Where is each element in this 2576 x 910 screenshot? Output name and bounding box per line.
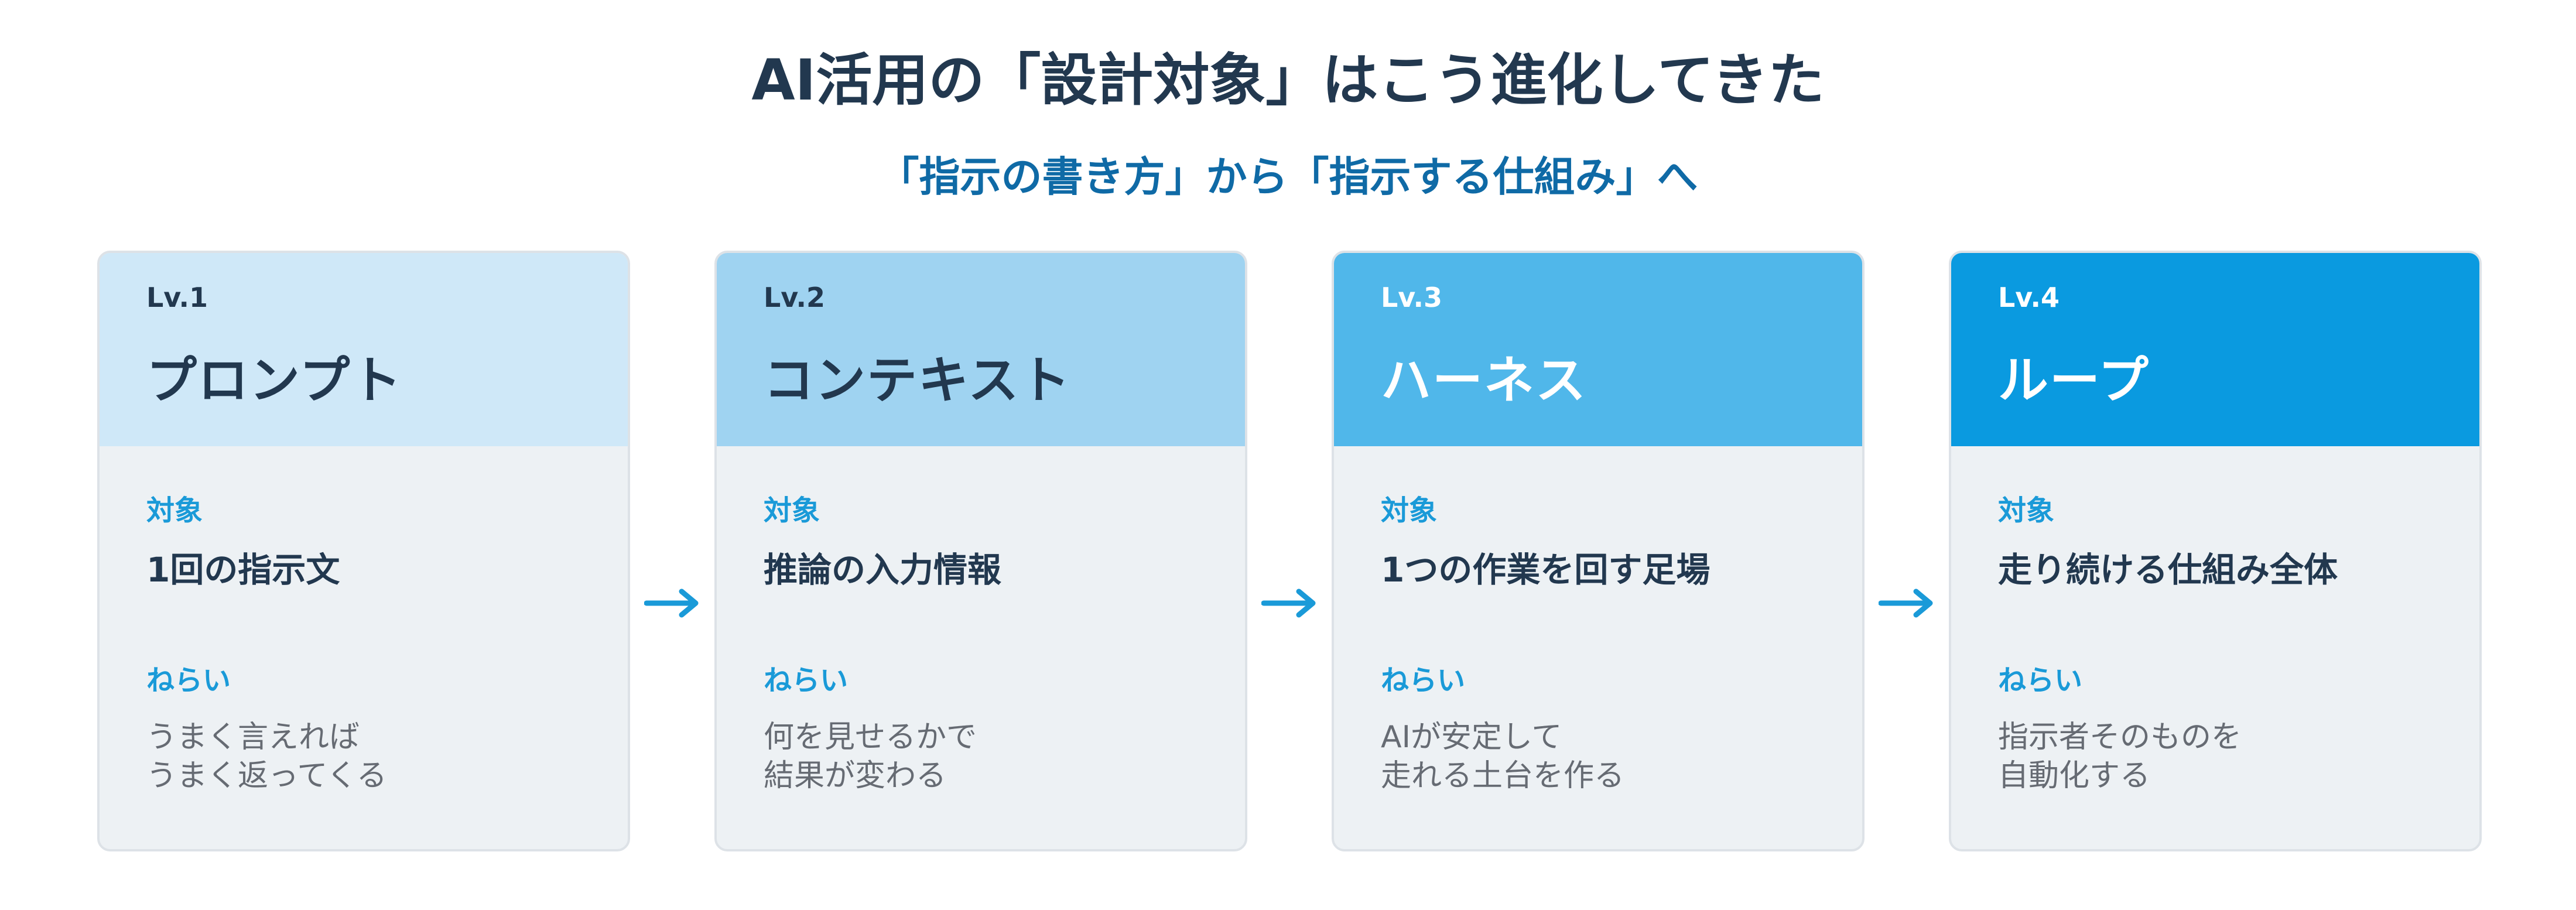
- target-value: 推論の入力情報: [764, 550, 1002, 590]
- target-value: 走り続ける仕組み全体: [1998, 550, 2338, 590]
- aim-line: 何を見せるかで: [764, 720, 977, 755]
- aim-value: AIが安定して 走れる土台を作る: [1381, 718, 1624, 795]
- level-card-header: Lv.2 コンテキスト: [717, 253, 1245, 446]
- target-label: 対象: [1381, 494, 1438, 527]
- level-card-header: Lv.3 ハーネス: [1334, 253, 1862, 446]
- aim-line: うまく言えれば: [146, 720, 360, 755]
- level-name: コンテキスト: [764, 351, 1072, 410]
- level-badge: Lv.1: [146, 282, 208, 313]
- level-card-4: Lv.4 ループ 対象 走り続ける仕組み全体 ねらい 指示者そのものを 自動化す…: [1949, 251, 2482, 851]
- target-value: 1回の指示文: [146, 550, 340, 590]
- aim-label: ねらい: [1381, 664, 1466, 697]
- level-name: ループ: [1998, 351, 2150, 410]
- aim-line: 指示者そのものを: [1998, 720, 2242, 755]
- aim-line: 自動化する: [1998, 758, 2151, 793]
- aim-value: うまく言えれば うまく返ってくる: [146, 718, 387, 795]
- aim-label: ねらい: [1998, 664, 2083, 697]
- page-title: AI活用の「設計対象」はこう進化してきた: [751, 47, 1825, 113]
- aim-label: ねらい: [764, 664, 849, 697]
- level-badge: Lv.4: [1998, 282, 2060, 313]
- level-card-2: Lv.2 コンテキスト 対象 推論の入力情報 ねらい 何を見せるかで 結果が変わ…: [714, 251, 1247, 851]
- target-label: 対象: [764, 494, 820, 527]
- right-arrow-icon: [644, 589, 699, 618]
- right-arrow-icon: [1261, 589, 1316, 618]
- target-label: 対象: [1998, 494, 2055, 527]
- level-badge: Lv.2: [764, 282, 826, 313]
- aim-label: ねらい: [146, 664, 231, 697]
- aim-value: 何を見せるかで 結果が変わる: [764, 718, 977, 795]
- aim-line: AIが安定して: [1381, 720, 1562, 755]
- target-label: 対象: [146, 494, 203, 527]
- aim-value: 指示者そのものを 自動化する: [1998, 718, 2242, 795]
- right-arrow-icon: [1879, 589, 1933, 618]
- aim-line: うまく返ってくる: [146, 758, 387, 793]
- level-name: プロンプト: [146, 351, 403, 410]
- level-card-3: Lv.3 ハーネス 対象 1つの作業を回す足場 ねらい AIが安定して 走れる土…: [1332, 251, 1865, 851]
- level-card-header: Lv.4 ループ: [1951, 253, 2479, 446]
- level-name: ハーネス: [1381, 351, 1587, 410]
- page-subtitle: 「指示の書き方」から「指示する仕組み」へ: [878, 153, 1698, 201]
- level-card-header: Lv.1 プロンプト: [100, 253, 628, 446]
- aim-line: 走れる土台を作る: [1381, 758, 1625, 793]
- aim-line: 結果が変わる: [764, 758, 947, 793]
- target-value: 1つの作業を回す足場: [1381, 550, 1711, 590]
- level-card-1: Lv.1 プロンプト 対象 1回の指示文 ねらい うまく言えれば うまく返ってく…: [97, 251, 630, 851]
- level-badge: Lv.3: [1381, 282, 1443, 313]
